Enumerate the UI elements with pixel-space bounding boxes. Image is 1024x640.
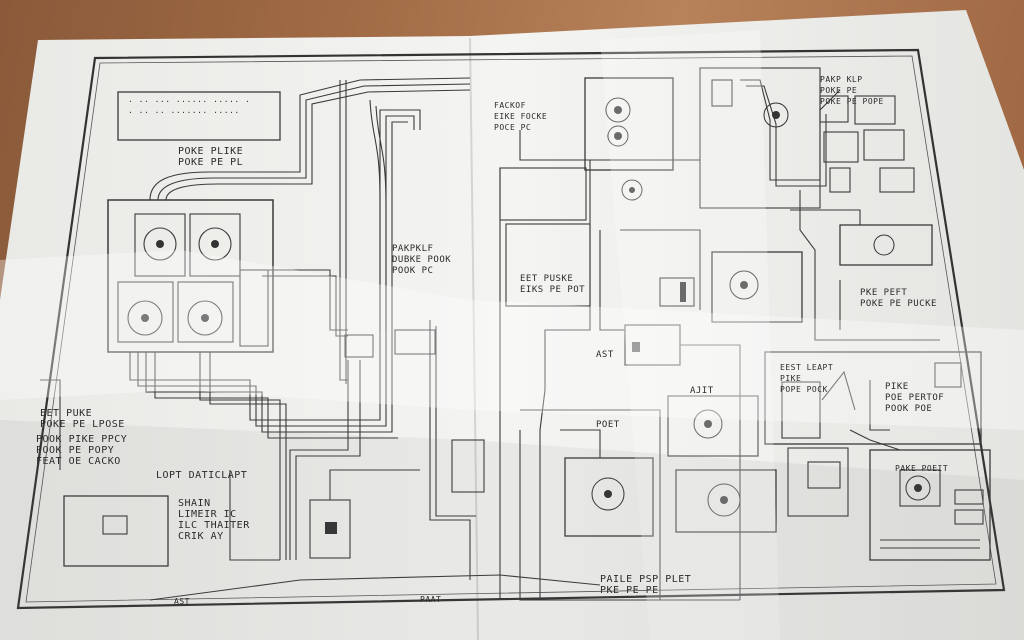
label-footer-center: PAAT: [420, 595, 442, 604]
paper-fold: [469, 37, 479, 640]
component-circles: [591, 97, 931, 517]
label-bottom-center: PAILE PSP PLET PKE PE PE: [600, 574, 692, 596]
label-ast: AST: [596, 350, 614, 360]
label-left-lower-1: EET PUKE POKE PE LPOSE: [40, 408, 125, 430]
label-right-lower: EEST LEAPT PIKE POPE POCK: [780, 363, 834, 394]
label-right-top: PAKP KLP POKE PE POKE PE POPE: [820, 75, 884, 106]
paper-sheet: [0, 10, 1024, 640]
label-center-low: EET PUSKE EIKS PE POT: [520, 274, 586, 295]
component-symbols: [141, 106, 922, 534]
label-bottom-right: PAKE POEIT: [895, 464, 949, 473]
label-center-mid: FACKOF EIKE FOCKE POCE PC: [494, 101, 548, 132]
outer-border: [16, 48, 1006, 610]
sunlight-band: [0, 250, 1024, 430]
wiring-lines: [40, 67, 991, 601]
label-shain: SHAIN LIMEIR IC ILC THAITER CRIK AY: [178, 498, 250, 542]
label-center-top: PAKPKLF DUBKE POOK POOK PC: [392, 244, 452, 276]
note-box-text: · ·· ··· ······ ····· · · ·· ·· ······· …: [128, 97, 251, 117]
label-poet: POET: [596, 420, 620, 430]
label-lopt: LOPT DATICLAPT: [156, 470, 248, 481]
label-right-lower-2: PIKE POE PERTOF POOK POE: [885, 382, 945, 414]
label-left-block: POKE PLIKE POKE PE PL: [178, 146, 244, 168]
shadow-area: [0, 420, 1024, 640]
label-ajit: AJIT: [690, 386, 714, 396]
label-footer-left: AST: [174, 597, 190, 606]
sunlight-band-vertical: [600, 30, 780, 640]
label-left-lower-2: POOK PIKE PPCY POOK PE POPY FEAT OE CACK…: [36, 434, 128, 467]
label-right-mid: PKE PEFT POKE PE PUCKE: [860, 288, 937, 309]
